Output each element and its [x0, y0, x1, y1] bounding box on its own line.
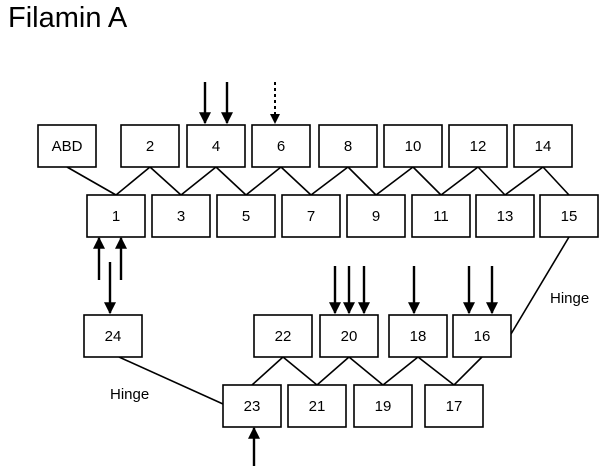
domain-label-4: 4 [212, 138, 220, 155]
domain-label-abd: ABD [52, 138, 83, 155]
domain-box-7: 7 [281, 194, 341, 238]
domain-label-22: 22 [275, 328, 292, 345]
domain-label-12: 12 [470, 138, 487, 155]
connector-line [115, 166, 151, 196]
domain-label-3: 3 [177, 208, 185, 225]
connector-line [477, 166, 506, 196]
connector-line [66, 166, 117, 196]
domain-label-10: 10 [405, 138, 422, 155]
domain-box-8: 8 [318, 124, 378, 168]
domain-label-5: 5 [242, 208, 250, 225]
connector-lines [66, 166, 570, 405]
domain-label-1: 1 [112, 208, 120, 225]
domain-label-14: 14 [535, 138, 552, 155]
domain-label-13: 13 [497, 208, 514, 225]
connector-line [382, 356, 419, 386]
hinge-line-lower [118, 356, 224, 405]
domain-box-19: 19 [353, 384, 413, 428]
connector-line [347, 166, 377, 196]
connector-line [504, 166, 544, 196]
domain-label-11: 11 [433, 208, 449, 225]
domain-label-6: 6 [277, 138, 285, 155]
connector-line [282, 356, 318, 386]
connector-line [310, 166, 349, 196]
connector-line [180, 166, 217, 196]
connector-line [280, 166, 312, 196]
domain-box-22: 22 [253, 314, 313, 358]
connector-line [417, 356, 455, 386]
domain-box-20: 20 [319, 314, 379, 358]
domain-box-18: 18 [388, 314, 448, 358]
domain-label-9: 9 [372, 208, 380, 225]
hinge-label-upper: Hinge [550, 290, 589, 307]
connector-line [440, 166, 479, 196]
domain-box-4: 4 [186, 124, 246, 168]
domain-box-23: 23 [222, 384, 282, 428]
domain-label-18: 18 [410, 328, 427, 345]
domain-box-11: 11 [411, 194, 471, 238]
domain-box-abd: ABD [37, 124, 97, 168]
domain-label-15: 15 [561, 208, 578, 225]
domain-label-2: 2 [146, 138, 154, 155]
domain-label-7: 7 [307, 208, 315, 225]
hinge-label-lower: Hinge [110, 386, 149, 403]
domain-box-24: 24 [83, 314, 143, 358]
connector-line [215, 166, 247, 196]
domain-label-20: 20 [341, 328, 358, 345]
domain-label-23: 23 [244, 398, 261, 415]
domain-box-2: 2 [120, 124, 180, 168]
domain-box-5: 5 [216, 194, 276, 238]
domain-box-6: 6 [251, 124, 311, 168]
diagram-title: Filamin A [8, 2, 128, 34]
domain-label-16: 16 [474, 328, 491, 345]
connector-line [251, 356, 284, 386]
domain-label-21: 21 [309, 398, 326, 415]
domain-box-14: 14 [513, 124, 573, 168]
domain-box-3: 3 [151, 194, 211, 238]
connector-line [375, 166, 414, 196]
domain-box-1: 1 [86, 194, 146, 238]
domain-box-21: 21 [287, 384, 347, 428]
domain-box-15: 15 [539, 194, 599, 238]
connector-line [149, 166, 182, 196]
domain-label-19: 19 [375, 398, 392, 415]
connector-line [245, 166, 282, 196]
domain-box-13: 13 [475, 194, 535, 238]
hinge-line-upper [510, 236, 570, 335]
arrow-group [93, 82, 498, 466]
connector-line [542, 166, 570, 196]
domain-label-17: 17 [446, 398, 463, 415]
domain-box-12: 12 [448, 124, 508, 168]
domain-box-10: 10 [383, 124, 443, 168]
connector-line [316, 356, 350, 386]
domain-box-17: 17 [424, 384, 484, 428]
connector-line [412, 166, 442, 196]
domain-box-9: 9 [346, 194, 406, 238]
domain-label-24: 24 [105, 328, 122, 345]
domain-label-8: 8 [344, 138, 352, 155]
connector-line [348, 356, 384, 386]
connector-line [453, 356, 483, 386]
domain-box-16: 16 [452, 314, 512, 358]
